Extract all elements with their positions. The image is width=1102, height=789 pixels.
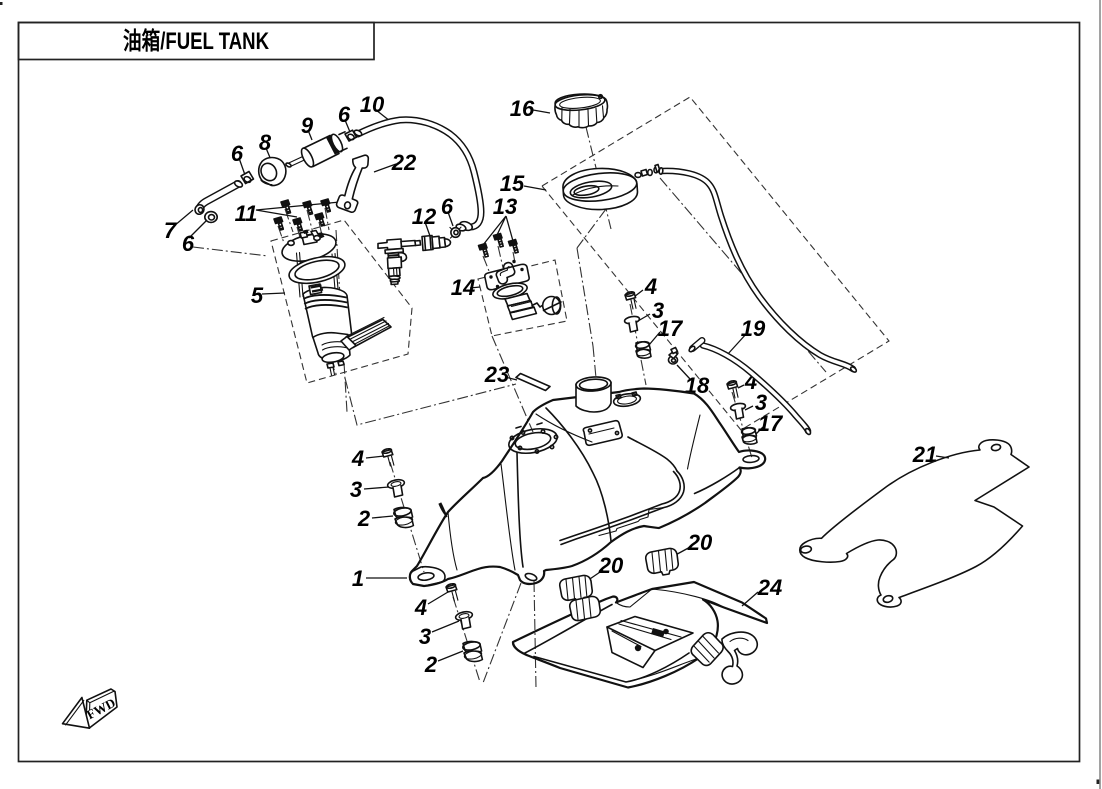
svg-text:20: 20 — [598, 553, 624, 578]
svg-text:17: 17 — [658, 316, 684, 341]
svg-text:4: 4 — [351, 446, 364, 471]
svg-text:9: 9 — [301, 113, 314, 138]
svg-text:油箱/FUEL TANK: 油箱/FUEL TANK — [123, 27, 270, 55]
svg-text:7: 7 — [164, 218, 178, 243]
svg-text:3: 3 — [419, 624, 431, 649]
svg-text:15: 15 — [500, 171, 525, 196]
svg-text:3: 3 — [652, 298, 664, 323]
svg-text:20: 20 — [687, 530, 713, 555]
svg-text:8: 8 — [259, 130, 272, 155]
svg-text:6: 6 — [441, 194, 454, 219]
svg-text:16: 16 — [510, 96, 535, 121]
svg-text:1: 1 — [352, 566, 364, 591]
svg-text:3: 3 — [755, 390, 767, 415]
svg-text:2: 2 — [424, 652, 438, 677]
svg-text:14: 14 — [451, 275, 475, 300]
svg-text:3: 3 — [350, 477, 362, 502]
svg-text:4: 4 — [414, 595, 427, 620]
svg-text:4: 4 — [644, 274, 657, 299]
svg-text:5: 5 — [251, 283, 264, 308]
svg-text:11: 11 — [235, 201, 258, 226]
svg-text:6: 6 — [338, 102, 351, 127]
svg-text:6: 6 — [182, 231, 195, 256]
svg-text:10: 10 — [360, 92, 385, 117]
svg-text:19: 19 — [741, 316, 766, 341]
svg-text:24: 24 — [757, 575, 782, 600]
svg-text:17: 17 — [758, 411, 784, 436]
svg-text:2: 2 — [357, 506, 371, 531]
svg-text:6: 6 — [231, 141, 244, 166]
svg-text:22: 22 — [391, 150, 417, 175]
svg-text:23: 23 — [484, 362, 509, 387]
svg-text:18: 18 — [685, 373, 710, 398]
svg-text:21: 21 — [912, 442, 937, 467]
svg-text:13: 13 — [493, 194, 517, 219]
svg-text:12: 12 — [412, 204, 437, 229]
